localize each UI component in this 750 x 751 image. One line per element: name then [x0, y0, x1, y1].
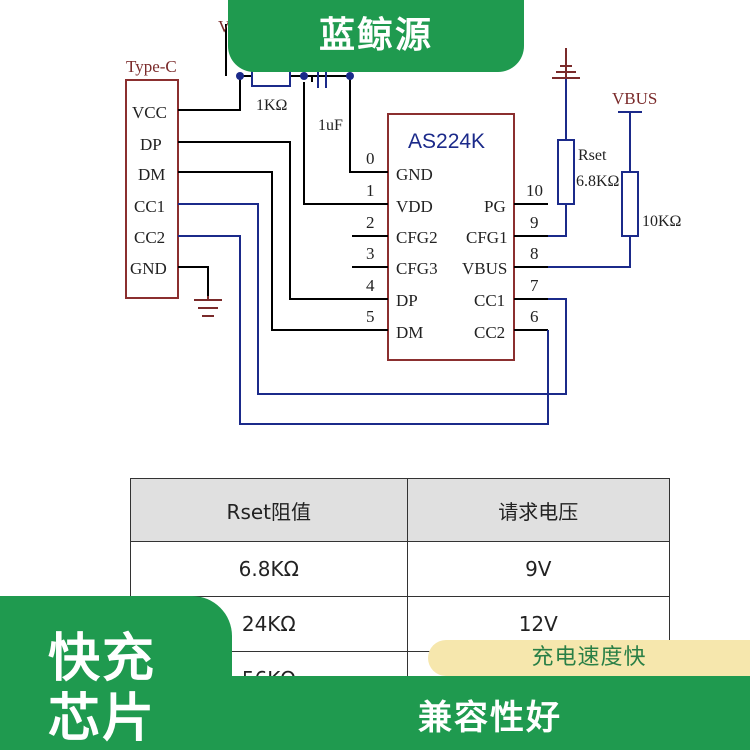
feature-badge-text: 快充 芯片 [0, 596, 232, 750]
chip-pin-num-7: 7 [530, 276, 539, 295]
chip-pin-label-cc1: CC1 [474, 291, 505, 310]
chip-right-pin-stubs [514, 203, 548, 331]
brand-tag: 蓝鲸源 [228, 0, 524, 72]
typec-pin-gnd: GND [130, 259, 167, 278]
chip-pin-label-dp: DP [396, 291, 418, 310]
connector-title: Type-C [126, 57, 177, 76]
chip-name: AS224K [408, 130, 485, 153]
typec-pin-cc2: CC2 [134, 228, 165, 247]
vbus-label: VBUS [612, 89, 657, 108]
header-voltage: 请求电压 [406, 478, 671, 542]
chip-pin-num-1: 1 [366, 181, 375, 200]
speed-pill-text: 充电速度快 [531, 645, 647, 670]
typec-pin-dm: DM [138, 165, 165, 184]
chip-pin-label-cc2: CC2 [474, 323, 505, 342]
chip-pin-label-gnd: GND [396, 165, 433, 184]
feature-badge [0, 596, 232, 750]
compat-text: 兼容性好 [418, 698, 562, 738]
cell-rset: 6.8KΩ [130, 541, 408, 597]
chip-pin-num-4: 4 [366, 276, 375, 295]
chip-pin-label-cfg1: CFG1 [466, 228, 508, 247]
chip-pin-label-vdd: VDD [396, 197, 433, 216]
chip-pin-num-8: 8 [530, 244, 539, 263]
chip-pin-label-cfg3: CFG3 [396, 259, 438, 278]
blue-wires [178, 203, 567, 425]
chip-left-pin-stubs [352, 171, 388, 331]
chip-pin-num-3: 3 [366, 244, 375, 263]
capacitor-label: 1uF [318, 117, 343, 134]
chip-pin-label-pg: PG [484, 197, 506, 216]
chip-pin-label-dm: DM [396, 323, 423, 342]
chip-pin-label-vbus: VBUS [462, 259, 507, 278]
junction-dots [236, 72, 354, 80]
resistor-10k [621, 171, 639, 237]
chip-pin-num-5: 5 [366, 307, 375, 326]
rset-table: Rset阻值 请求电压 6.8KΩ 9V 24KΩ 12V 56KΩ [130, 478, 671, 707]
speed-pill: 充电速度快 [428, 640, 750, 676]
ground-symbol-bottom [194, 296, 222, 317]
table-header-row: Rset阻值 请求电压 [130, 478, 671, 542]
ground-symbol-top [552, 48, 580, 79]
table-row: 6.8KΩ 9V [130, 541, 671, 597]
rset-value-label: 6.8KΩ [576, 173, 620, 190]
chip-pin-num-6: 6 [530, 307, 539, 326]
chip-pin-num-10: 10 [526, 181, 543, 200]
typec-pin-dp: DP [140, 135, 162, 154]
typec-pin-vcc: VCC [132, 103, 167, 122]
resistor-1k-label: 1KΩ [256, 97, 288, 114]
compat-bar: 兼容性好 [232, 676, 750, 750]
chip-pin-num-2: 2 [366, 213, 375, 232]
feature-line-2: 芯片 [48, 689, 157, 749]
typec-connector [125, 79, 179, 299]
header-rset: Rset阻值 [130, 478, 408, 542]
resistor-10k-label: 10KΩ [642, 213, 682, 230]
rset-name-label: Rset [578, 147, 607, 164]
chip-pin-label-cfg2: CFG2 [396, 228, 438, 247]
chip-pin-num-9: 9 [530, 213, 539, 232]
resistor-rset [557, 139, 575, 205]
typec-pin-cc1: CC1 [134, 197, 165, 216]
cell-voltage: 9V [406, 541, 671, 597]
black-wires [178, 24, 352, 331]
chip-pin-num-0: 0 [366, 149, 375, 168]
vcc-partial-label: V [218, 17, 231, 36]
brand-text: 蓝鲸源 [318, 15, 433, 56]
feature-line-1: 快充 [48, 629, 157, 689]
vbus-wires [548, 78, 642, 268]
